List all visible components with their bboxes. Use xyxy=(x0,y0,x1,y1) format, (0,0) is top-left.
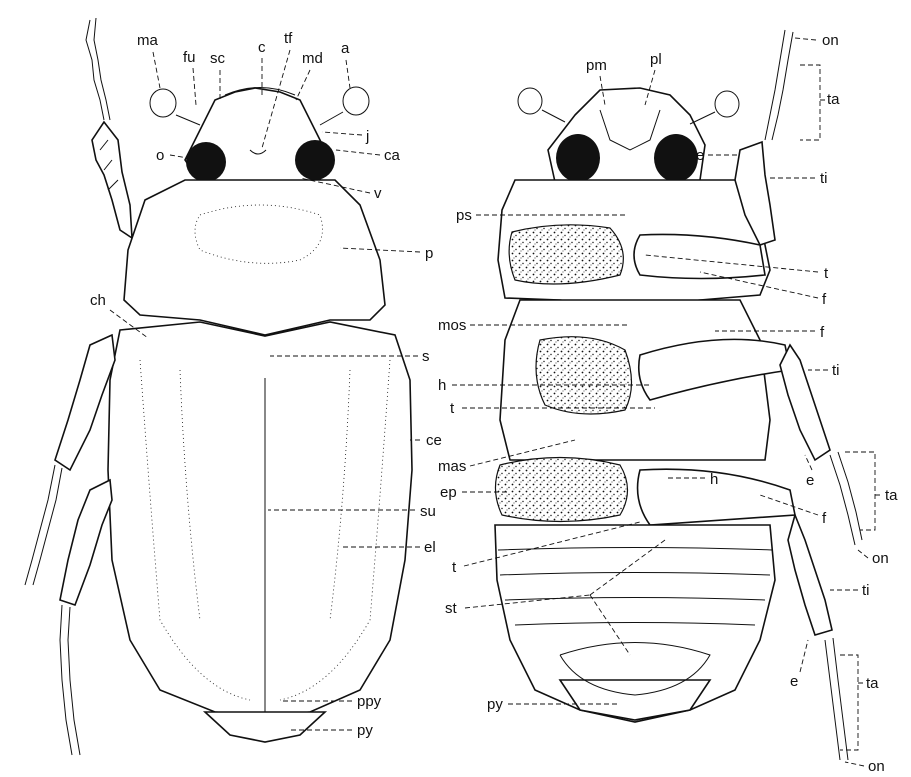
label-ps: ps xyxy=(456,207,472,224)
label-ta-hind: ta xyxy=(866,675,879,692)
ventral-right-antenna-club xyxy=(715,91,739,117)
label-ch: ch xyxy=(90,292,106,309)
label-md: md xyxy=(302,50,323,67)
dorsal-right-eye xyxy=(295,140,335,180)
label-pl: pl xyxy=(650,51,662,68)
ventral-right-eye xyxy=(654,134,698,182)
label-j: j xyxy=(365,128,369,145)
ventral-left-eye xyxy=(556,134,600,182)
label-t-mid: t xyxy=(450,400,455,417)
label-ppy: ppy xyxy=(357,693,382,710)
label-fu: fu xyxy=(183,49,196,66)
label-on-top: on xyxy=(822,32,839,49)
label-py: py xyxy=(357,722,373,739)
label-t-hind: t xyxy=(452,559,457,576)
label-t-pro: t xyxy=(824,265,829,282)
ventral-mid-tibia xyxy=(780,345,830,460)
label-h-mid: h xyxy=(438,377,446,394)
dorsal-right-antenna-club xyxy=(343,87,369,115)
label-sc: sc xyxy=(210,50,226,67)
dorsal-fore-tibia xyxy=(92,122,132,238)
label-f-pro: f xyxy=(822,291,827,308)
ventral-mid-coxal-cavity xyxy=(536,337,632,414)
label-py-ventral: py xyxy=(487,696,503,713)
label-h-hind: h xyxy=(710,471,718,488)
dorsal-left-eye xyxy=(186,142,226,182)
ventral-left-antenna-club xyxy=(518,88,542,114)
ventral-hind-coxal-cavity xyxy=(495,458,627,522)
label-c: c xyxy=(258,39,266,56)
dorsal-hind-leg xyxy=(60,480,112,605)
label-e-top: e xyxy=(696,147,704,164)
label-e-hind: e xyxy=(790,673,798,690)
label-su: su xyxy=(420,503,436,520)
dorsal-view xyxy=(25,18,412,755)
dorsal-elytra xyxy=(108,322,412,716)
label-ta-mid: ta xyxy=(885,487,898,504)
label-p: p xyxy=(425,245,433,262)
label-ca: ca xyxy=(384,147,401,164)
dorsal-pronotum xyxy=(124,180,385,335)
label-mas: mas xyxy=(438,458,466,475)
label-mos: mos xyxy=(438,317,466,334)
label-s: s xyxy=(422,348,430,365)
label-o: o xyxy=(156,147,164,164)
label-pm: pm xyxy=(586,57,607,74)
label-el: el xyxy=(424,539,436,556)
ventral-pro-coxal-cavity xyxy=(509,225,623,284)
label-on-bottom: on xyxy=(868,758,885,775)
dorsal-pygidium xyxy=(205,712,325,742)
dorsal-left-antenna-club xyxy=(150,89,176,117)
label-a: a xyxy=(341,40,350,57)
ventral-top-tarsus xyxy=(765,30,785,140)
dorsal-fore-tarsus xyxy=(86,20,104,120)
label-v: v xyxy=(374,185,382,202)
label-ep: ep xyxy=(440,484,457,501)
label-ti-mid: ti xyxy=(832,362,840,379)
dorsal-mid-leg xyxy=(55,335,115,470)
ventral-pygidium xyxy=(560,680,710,720)
label-on-mid: on xyxy=(872,550,889,567)
label-ma: ma xyxy=(137,32,158,49)
label-ti-top: ti xyxy=(820,170,828,187)
ventral-view xyxy=(495,30,862,760)
ventral-hind-tibia xyxy=(788,515,832,635)
label-st: st xyxy=(445,600,458,617)
label-f-hind: f xyxy=(822,510,827,527)
label-ce: ce xyxy=(426,432,442,449)
label-e-mid: e xyxy=(806,472,814,489)
label-tf: tf xyxy=(284,30,293,47)
label-ti-hind: ti xyxy=(862,582,870,599)
label-f-mid: f xyxy=(820,324,825,341)
label-ta-top: ta xyxy=(827,91,840,108)
